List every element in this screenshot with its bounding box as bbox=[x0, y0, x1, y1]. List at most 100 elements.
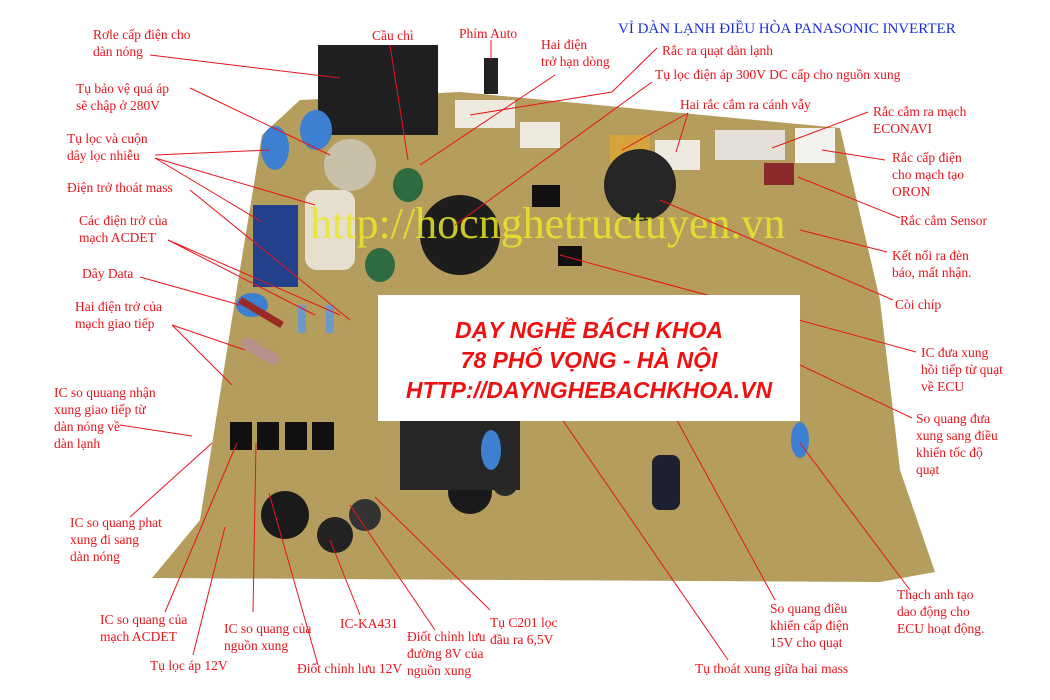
label-line: Tụ lọc và cuộn bbox=[67, 131, 148, 146]
label-line: xung sang điều bbox=[916, 428, 998, 443]
label-line: Điốt chỉnh lưu bbox=[407, 629, 486, 644]
label-cap-300v: Tụ lọc điện áp 300V DC cấp cho nguồn xun… bbox=[655, 66, 900, 83]
label-line: Rắc cắm Sensor bbox=[900, 213, 987, 228]
promo-line: DẠY NGHỀ BÁCH KHOA bbox=[455, 317, 723, 343]
resistor bbox=[241, 337, 280, 366]
green-capacitor bbox=[393, 168, 423, 202]
label-line: Tụ C201 lọc bbox=[490, 615, 558, 630]
main-capacitor-300v bbox=[420, 195, 500, 275]
label-line: mạch giao tiếp bbox=[75, 316, 155, 331]
ic-chip bbox=[532, 185, 560, 207]
promo-line: 78 PHỐ VỌNG - HÀ NỘI bbox=[460, 347, 718, 373]
fuse-cap bbox=[324, 139, 376, 191]
label-line: IC-KA431 bbox=[340, 616, 398, 631]
label-line: IC so quang của bbox=[100, 612, 188, 627]
label-line: dao động cho bbox=[897, 604, 970, 619]
label-line: khiển tốc độ bbox=[916, 445, 983, 460]
label-line: ECONAVI bbox=[873, 121, 933, 136]
label-line: nguồn xung bbox=[407, 663, 472, 678]
label-line: về ECU bbox=[921, 379, 965, 394]
label-data-wire: Dây Data bbox=[82, 265, 133, 282]
label-line: Dây Data bbox=[82, 266, 134, 281]
label-line: Tụ lọc áp 12V bbox=[150, 658, 228, 673]
label-line: xung giao tiếp từ bbox=[54, 402, 146, 417]
label-line: mạch ACDET bbox=[100, 629, 177, 644]
label-sensor-connector: Rắc cắm Sensor bbox=[900, 212, 987, 229]
buzzer bbox=[604, 149, 676, 221]
label-line: dàn lạnh bbox=[54, 436, 101, 451]
label-line: ECU hoạt động. bbox=[897, 621, 985, 636]
label-led-connector: Kết nối ra đèn báo, mất nhận. bbox=[892, 247, 971, 281]
noise-filter-capacitor bbox=[261, 126, 289, 170]
label-line: dàn nóng bbox=[70, 549, 120, 564]
label-line: sẽ chập ở 280V bbox=[76, 98, 160, 113]
label-auto-button: Phím Auto bbox=[459, 25, 517, 42]
label-line: khiển cấp điện bbox=[770, 618, 849, 633]
optocoupler bbox=[257, 422, 279, 450]
label-line: quạt bbox=[916, 462, 940, 477]
data-wire bbox=[238, 296, 284, 329]
optocoupler bbox=[285, 422, 307, 450]
label-line: Rắc cấp điện bbox=[892, 150, 962, 165]
label-line: báo, mất nhận. bbox=[892, 265, 972, 280]
ic-chip bbox=[558, 246, 582, 266]
label-line: ORON bbox=[892, 184, 931, 199]
label-line: Hai điện bbox=[541, 37, 588, 52]
relay bbox=[318, 45, 438, 135]
promo-url: HTTP://DAYNGHEBACHKHOA.VN bbox=[405, 377, 773, 403]
optocoupler bbox=[230, 422, 252, 450]
label-louver-connectors: Hai rắc cắm ra cánh vẫy bbox=[680, 96, 811, 113]
label-cap-mass: Tụ thoát xung giữa hai mass bbox=[695, 660, 848, 677]
label-line: dàn nóng bbox=[93, 44, 143, 59]
connector bbox=[455, 100, 515, 128]
label-line: hồi tiếp từ quạt bbox=[921, 362, 1003, 377]
label-line: IC so quang phat bbox=[70, 515, 162, 530]
label-line: 15V cho quạt bbox=[770, 635, 843, 650]
label-line: Phím Auto bbox=[459, 26, 518, 41]
label-line: Hai điện trở của bbox=[75, 299, 162, 314]
label-line: Rắc cắm ra mạch bbox=[873, 104, 967, 119]
filter-coil bbox=[305, 190, 355, 270]
label-diode-12v: Điốt chỉnh lưu 12V bbox=[297, 660, 402, 677]
label-bleed-resistor: Điện trở thoát mass bbox=[67, 179, 173, 196]
label-line: Tụ thoát xung giữa hai mass bbox=[695, 661, 849, 676]
label-noise-filter: Tụ lọc và cuộn dây lọc nhiễu bbox=[67, 130, 148, 164]
label-line: Rắc ra quạt dàn lạnh bbox=[662, 43, 773, 58]
label-line: Điện trở thoát mass bbox=[67, 180, 173, 195]
label-line: Hai rắc cắm ra cánh vẫy bbox=[680, 97, 811, 112]
label-fuse: Cầu chì bbox=[372, 27, 414, 44]
label-line: Điốt chỉnh lưu 12V bbox=[297, 661, 403, 676]
label-line: IC so quuang nhận bbox=[54, 385, 156, 400]
promo-box: DẠY NGHỀ BÁCH KHOA 78 PHỐ VỌNG - HÀ NỘI … bbox=[378, 295, 800, 421]
oron-connector bbox=[795, 128, 835, 163]
label-line: Kết nối ra đèn bbox=[892, 248, 969, 263]
label-ic-ka431: IC-KA431 bbox=[340, 615, 398, 632]
label-opto-acdet: IC so quang của mạch ACDET bbox=[100, 611, 187, 645]
blue-capacitor bbox=[481, 430, 501, 470]
label-line: Tụ lọc điện áp 300V DC cấp cho nguồn xun… bbox=[655, 67, 901, 82]
diagram-title: VỈ DÀN LẠNH ĐIỀU HÒA PANASONIC INVERTER bbox=[618, 21, 956, 37]
capacitor bbox=[349, 499, 381, 531]
resistor bbox=[298, 305, 306, 333]
capacitor-12v bbox=[261, 491, 309, 539]
label-line: dây lọc nhiễu bbox=[67, 148, 140, 163]
label-line: Thạch anh tạo bbox=[897, 587, 974, 602]
watermark: http://hocnghetructuyen.vn bbox=[310, 199, 786, 248]
label-line: nguồn xung bbox=[224, 638, 289, 653]
label-buzzer: Còi chíp bbox=[895, 296, 941, 313]
green-capacitor bbox=[365, 248, 395, 282]
